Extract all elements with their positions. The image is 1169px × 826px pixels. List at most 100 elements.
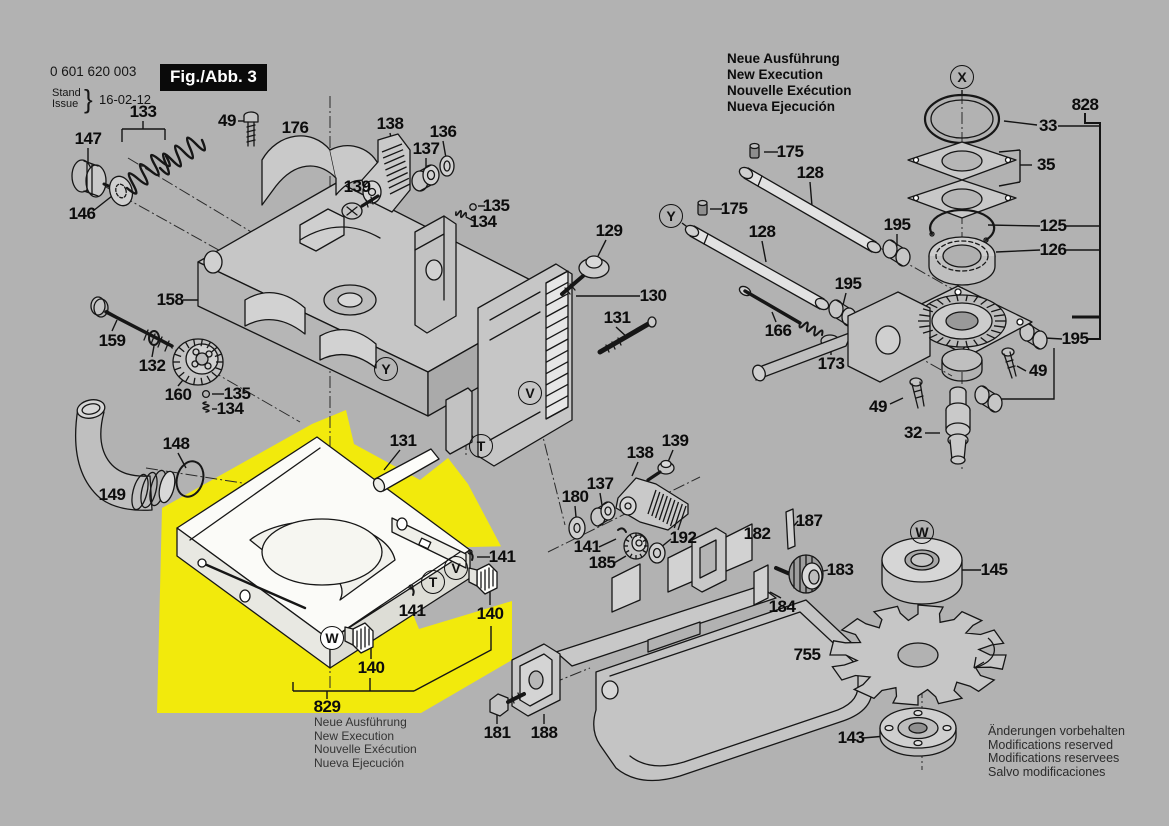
part-drawing-129-screw: [560, 255, 610, 296]
part-label-182: 182: [743, 524, 771, 543]
part-label-135: 135: [482, 196, 510, 215]
part-drawing-49-screws-right: [909, 347, 1017, 409]
part-drawing-160-knob: [172, 338, 224, 386]
issue-date: 16-02-12: [99, 92, 152, 107]
part-drawing-fence-assembly: [555, 523, 873, 782]
part-label-131: 131: [603, 308, 631, 327]
part-drawing-141-pins: [408, 549, 474, 596]
part-drawing-137-spacer-top: [411, 164, 440, 192]
part-label-192: 192: [669, 528, 697, 547]
part-drawing-192-washer: [648, 542, 666, 564]
part-label-195: 195: [834, 274, 862, 293]
part-drawing-140-clip-left: [344, 622, 374, 654]
stand-issue-brace: }: [84, 84, 93, 114]
legend-new-execution-top: Neue Ausführung New Execution Nouvelle E…: [727, 51, 852, 114]
callout-v-circle: V: [444, 556, 468, 580]
part-drawing-35-flanges: [907, 141, 1017, 219]
callout-x-circle: X: [950, 65, 974, 89]
part-label-173: 173: [817, 354, 845, 373]
part-label-166: 166: [764, 321, 792, 340]
part-drawing-149-elbow: [75, 399, 176, 511]
part-drawing-128-rod-lower: [684, 224, 830, 311]
callout-v-circle: V: [518, 381, 542, 405]
part-label-195: 195: [883, 215, 911, 234]
part-label-129: 129: [595, 221, 623, 240]
part-drawing-135-ring-left: [201, 389, 211, 399]
part-drawing-185-gear: [623, 532, 649, 560]
part-label-158: 158: [156, 290, 184, 309]
part-drawing-183-knob: [774, 554, 824, 594]
part-label-195: 195: [1061, 329, 1089, 348]
legend-modifications-reserved: Änderungen vorbehalten Modifications res…: [988, 724, 1125, 779]
part-drawing-181-screw: [489, 692, 526, 717]
part-label-133: 133: [129, 102, 157, 121]
part-drawing-146-disc: [108, 175, 134, 207]
part-label-138: 138: [626, 443, 654, 462]
callout-y-circle: Y: [659, 204, 683, 228]
part-label-135: 135: [223, 384, 251, 403]
part-label-145: 145: [980, 560, 1008, 579]
part-label-128: 128: [748, 222, 776, 241]
part-label-146: 146: [68, 204, 96, 223]
part-drawing-182-bracket: [691, 527, 727, 593]
part-label-137: 137: [586, 474, 614, 493]
part-label-180: 180: [561, 487, 589, 506]
part-label-176: 176: [281, 118, 309, 137]
part-label-136: 136: [429, 122, 457, 141]
part-label-183: 183: [826, 560, 854, 579]
part-label-175: 175: [776, 142, 804, 161]
part-label-141: 141: [488, 547, 516, 566]
part-label-140: 140: [357, 658, 385, 677]
part-label-132: 132: [138, 356, 166, 375]
part-drawing-131-bolt: [597, 316, 657, 355]
part-label-126: 126: [1039, 240, 1067, 259]
part-drawing-175-setscrews: [697, 142, 760, 216]
part-drawing-139-screw-top: [341, 194, 380, 220]
part-label-755: 755: [793, 645, 821, 664]
part-drawing-32-spindle: [945, 386, 971, 465]
part-drawing-184-pad: [753, 564, 769, 606]
part-label-188: 188: [530, 723, 558, 742]
part-drawing-148-oring: [175, 460, 205, 498]
part-label-185: 185: [588, 553, 616, 572]
part-drawing-housing-arm: [752, 291, 931, 383]
part-label-49: 49: [218, 111, 236, 130]
part-label-131: 131: [389, 431, 417, 450]
part-label-139: 139: [661, 431, 689, 450]
part-label-130: 130: [639, 286, 667, 305]
part-label-159: 159: [98, 331, 126, 350]
part-label-49: 49: [1029, 361, 1047, 380]
callout-w-circle: W: [320, 626, 344, 650]
part-drawing-187-strip: [785, 508, 796, 550]
part-label-33: 33: [1039, 116, 1057, 135]
part-drawing-195-bushings: [828, 239, 1048, 413]
part-drawing-145-roller: [881, 537, 963, 605]
part-drawing-143-flange: [879, 707, 957, 757]
part-drawing-141-clip-small: [617, 527, 627, 533]
type-number: 0 601 620 003: [50, 64, 137, 79]
part-label-141: 141: [398, 601, 426, 620]
part-drawing-135-ring-top: [469, 203, 477, 211]
part-drawing-138-lever-top: [361, 133, 411, 213]
part-drawing-159-screw: [90, 296, 174, 352]
part-label-828: 828: [1071, 95, 1099, 114]
callout-t-circle: T: [469, 434, 493, 458]
callout-y-circle: Y: [374, 357, 398, 381]
part-label-139: 139: [343, 177, 371, 196]
part-label-125: 125: [1039, 216, 1067, 235]
part-label-184: 184: [768, 597, 796, 616]
part-drawing-139-screw-bottom: [646, 459, 675, 482]
part-label-137: 137: [412, 139, 440, 158]
part-drawing-126-bearing: [928, 236, 996, 286]
part-label-149: 149: [98, 485, 126, 504]
part-label-32: 32: [904, 423, 922, 442]
part-drawing-140-clip-right: [468, 563, 498, 595]
part-label-143: 143: [837, 728, 865, 747]
part-drawing-125-snapring: [929, 208, 996, 243]
part-label-187: 187: [795, 511, 823, 530]
part-drawing-131-pin: [372, 448, 440, 493]
part-label-134: 134: [469, 212, 497, 231]
part-label-829: 829: [313, 697, 341, 716]
